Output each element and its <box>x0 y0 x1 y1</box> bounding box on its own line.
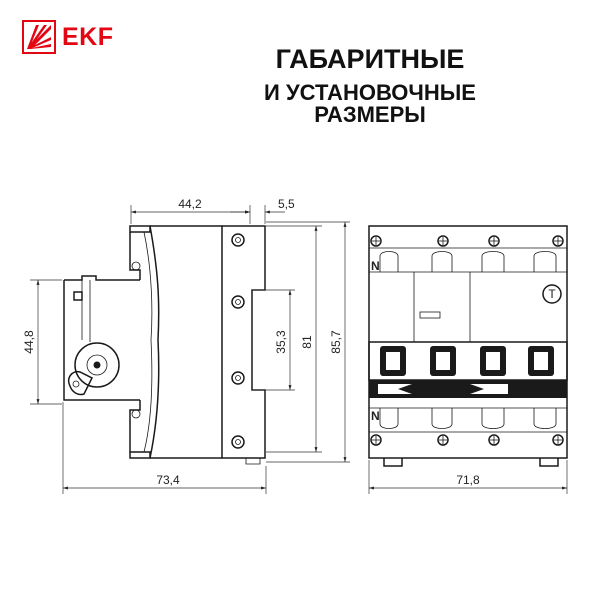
neutral-label-bottom: N <box>371 409 380 423</box>
dim-offset-top: 5,5 <box>278 197 295 211</box>
handle-levers <box>380 346 554 376</box>
front-view: N T <box>368 225 568 494</box>
dim-height-total: 85,7 <box>329 330 343 354</box>
dim-width-front: 71,8 <box>456 473 480 487</box>
neutral-label-top: N <box>371 259 380 273</box>
dim-width-top: 44,2 <box>178 197 202 211</box>
page-title: ГАБАРИТНЫЕ <box>275 44 465 74</box>
bottom-terminal-screws <box>370 408 564 446</box>
brand-emblem-icon <box>22 20 56 54</box>
page-subtitle-line-2: РАЗМЕРЫ <box>314 102 426 127</box>
dim-height-mid: 81 <box>300 335 314 349</box>
page-subtitle-line-1: И УСТАНОВОЧНЫЕ <box>264 80 476 105</box>
brand-logo: EKF <box>22 20 142 54</box>
dim-height-inner: 35,3 <box>274 330 288 354</box>
dim-height-left: 44,8 <box>22 330 36 354</box>
dim-depth-bottom: 73,4 <box>156 473 180 487</box>
top-terminal-screws <box>370 235 564 272</box>
side-view: 44,2 5,5 44,8 35,3 81 85,7 73,4 <box>22 197 350 494</box>
brand-name: EKF <box>62 23 114 51</box>
test-button[interactable] <box>542 284 562 304</box>
test-button-label: T <box>548 287 556 301</box>
